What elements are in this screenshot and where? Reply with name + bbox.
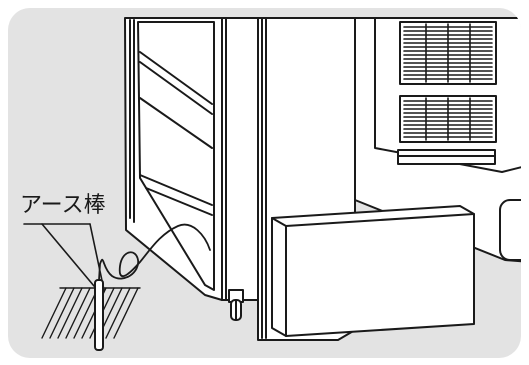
lower-grille <box>403 97 493 141</box>
ground-rod-icon <box>94 279 104 351</box>
label-leader <box>23 223 105 291</box>
cabinet-body <box>221 17 259 301</box>
upper-grille <box>403 23 493 83</box>
caster-wheel-icon <box>228 289 244 321</box>
base-box <box>271 205 475 337</box>
ground-rod-label: アース棒 <box>20 193 106 218</box>
ground-wire <box>97 223 211 297</box>
